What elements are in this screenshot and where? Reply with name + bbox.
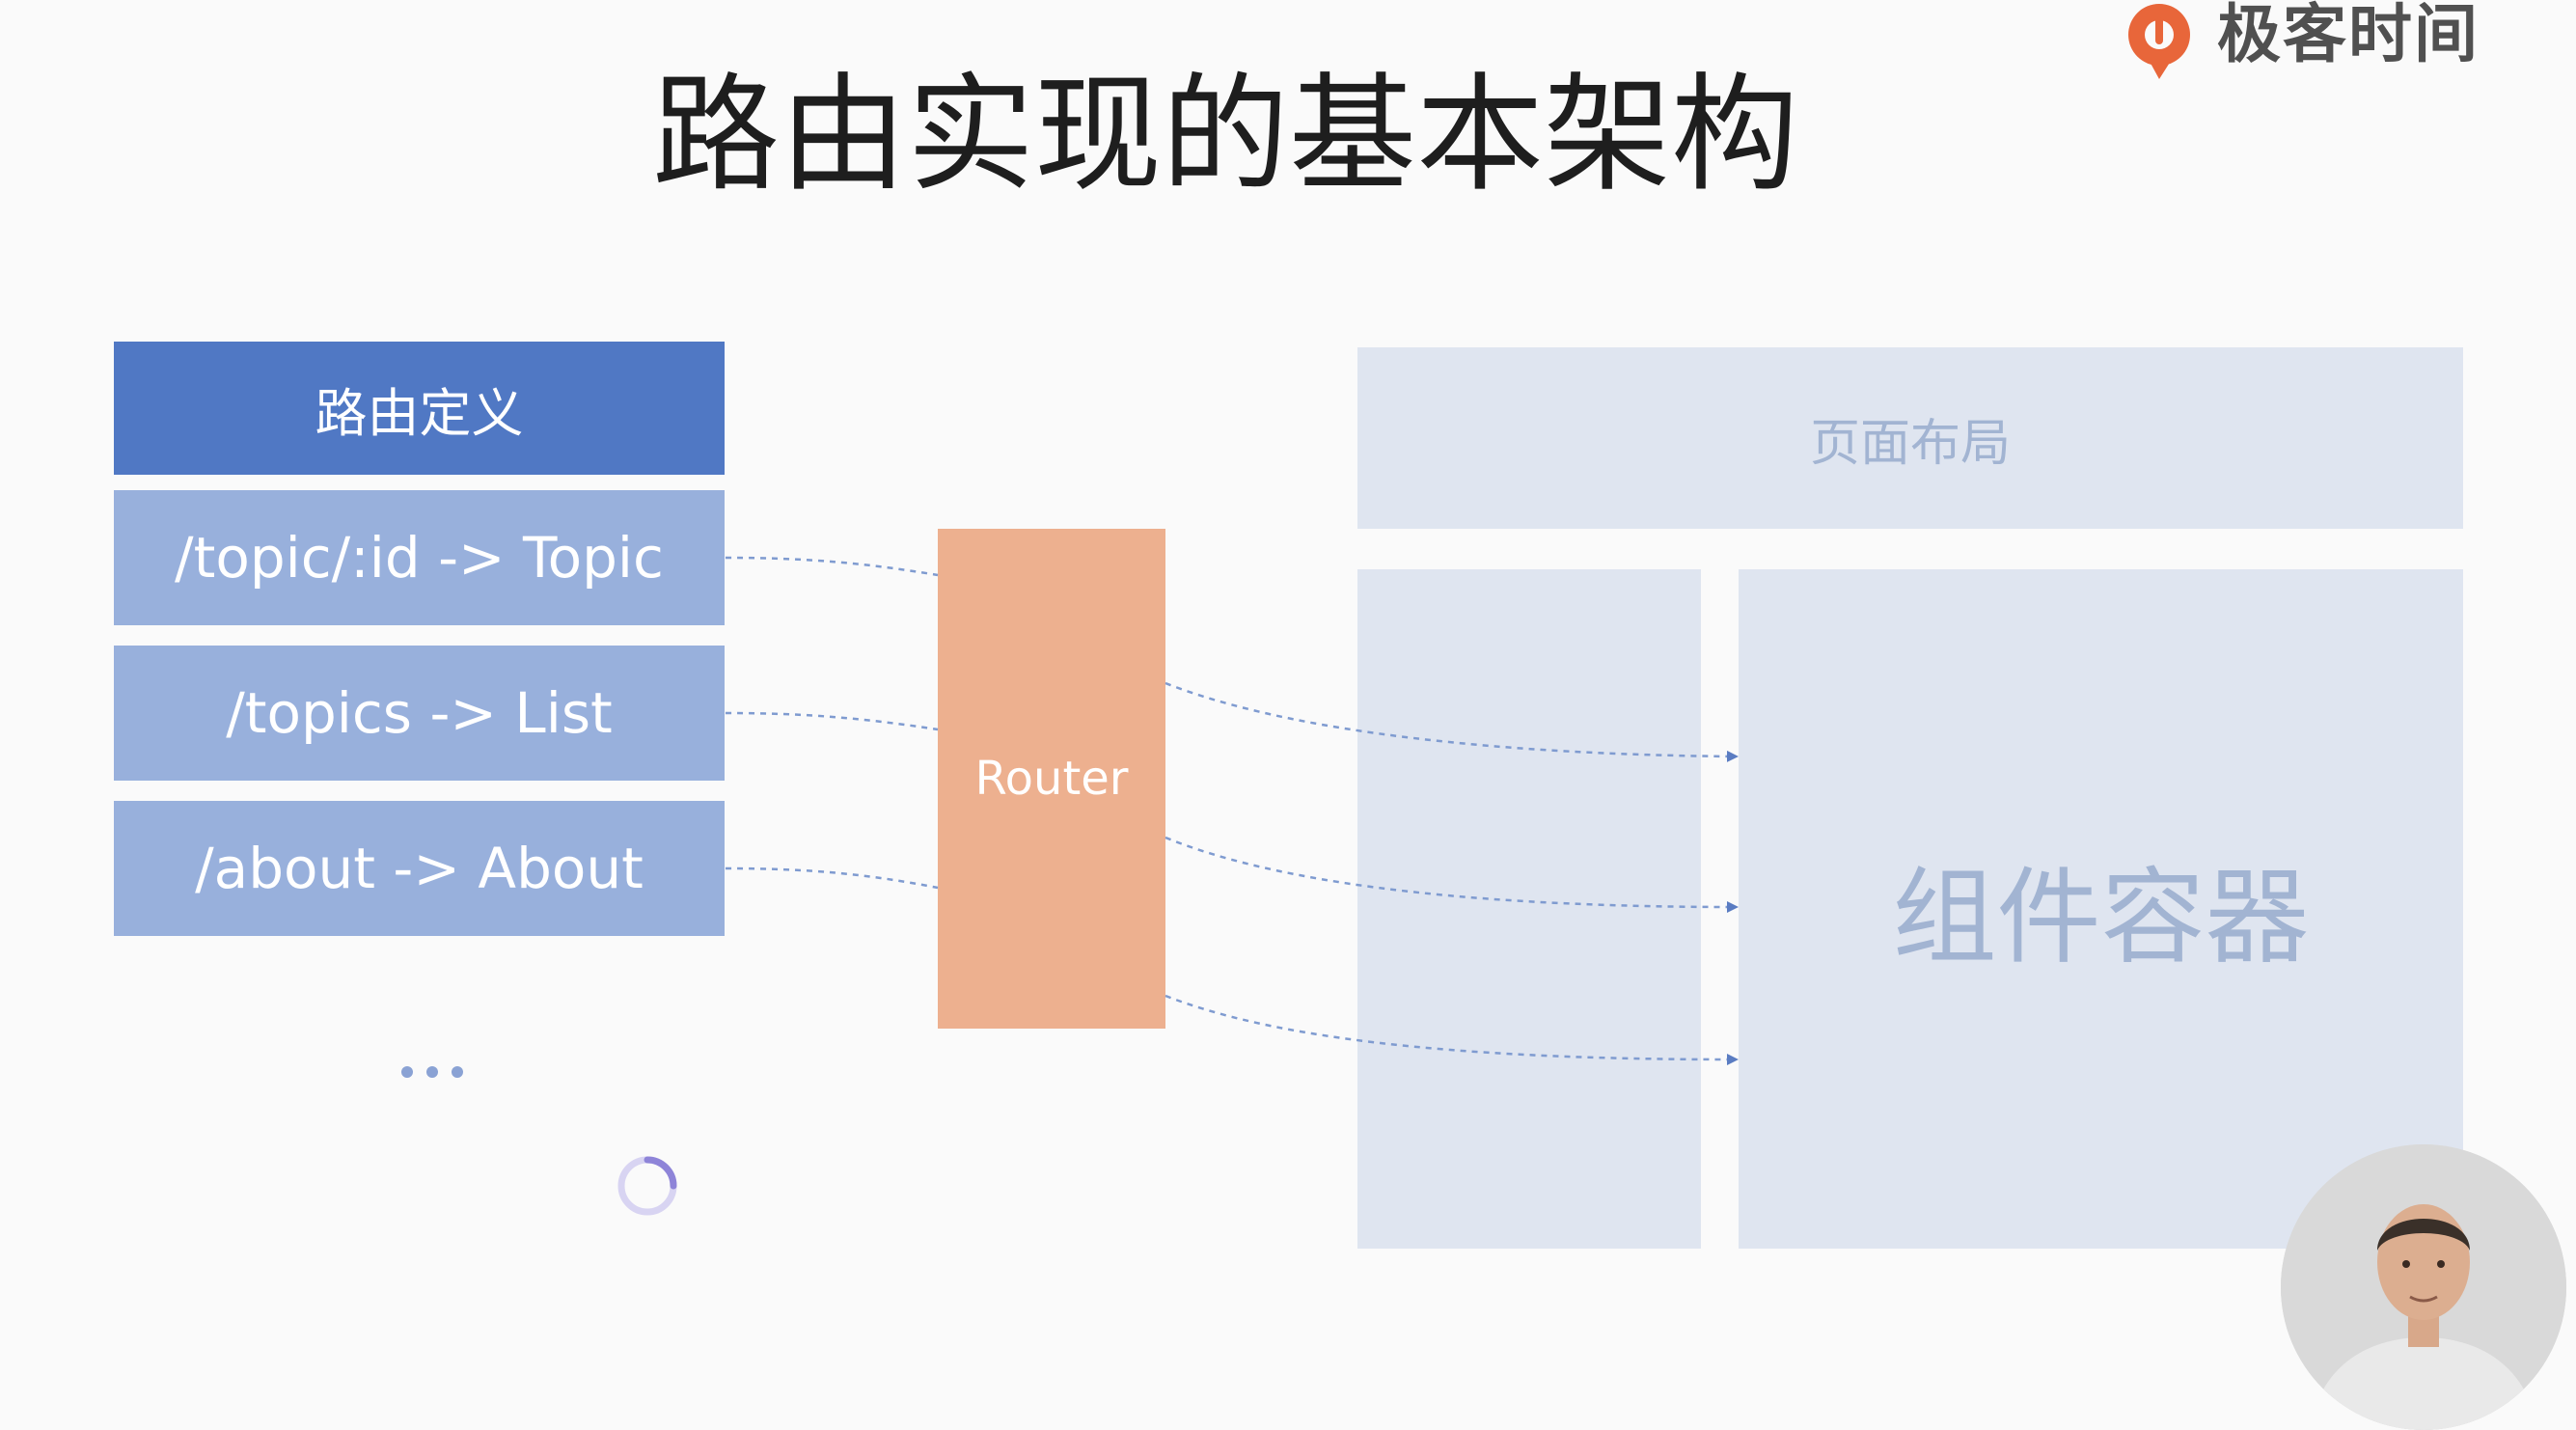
route-item-about: /about -> About (114, 801, 725, 936)
loading-spinner-icon (617, 1156, 677, 1216)
page-layout-sidebar (1357, 569, 1701, 1249)
connector-topics-to-router (725, 711, 939, 731)
page-layout-header: 页面布局 (1357, 347, 2463, 529)
router-block: Router (938, 529, 1165, 1029)
connector-about-to-router (725, 866, 939, 890)
brand-logo-icon (2128, 4, 2190, 79)
slide-title: 路由实现的基本架构 (652, 61, 1798, 209)
presenter-avatar (2281, 1144, 2566, 1430)
brand-name: 极客时间 (2217, 0, 2480, 71)
connector-topic-to-router (725, 556, 939, 577)
more-routes-ellipsis (401, 1066, 463, 1078)
route-item-topics: /topics -> List (114, 646, 725, 781)
component-container: 组件容器 (1739, 569, 2463, 1249)
presenter-figure (2281, 1144, 2566, 1430)
route-definition-header: 路由定义 (114, 342, 725, 475)
brand-logo: 极客时间 (2119, 0, 2543, 85)
route-item-topic: /topic/:id -> Topic (114, 490, 725, 625)
